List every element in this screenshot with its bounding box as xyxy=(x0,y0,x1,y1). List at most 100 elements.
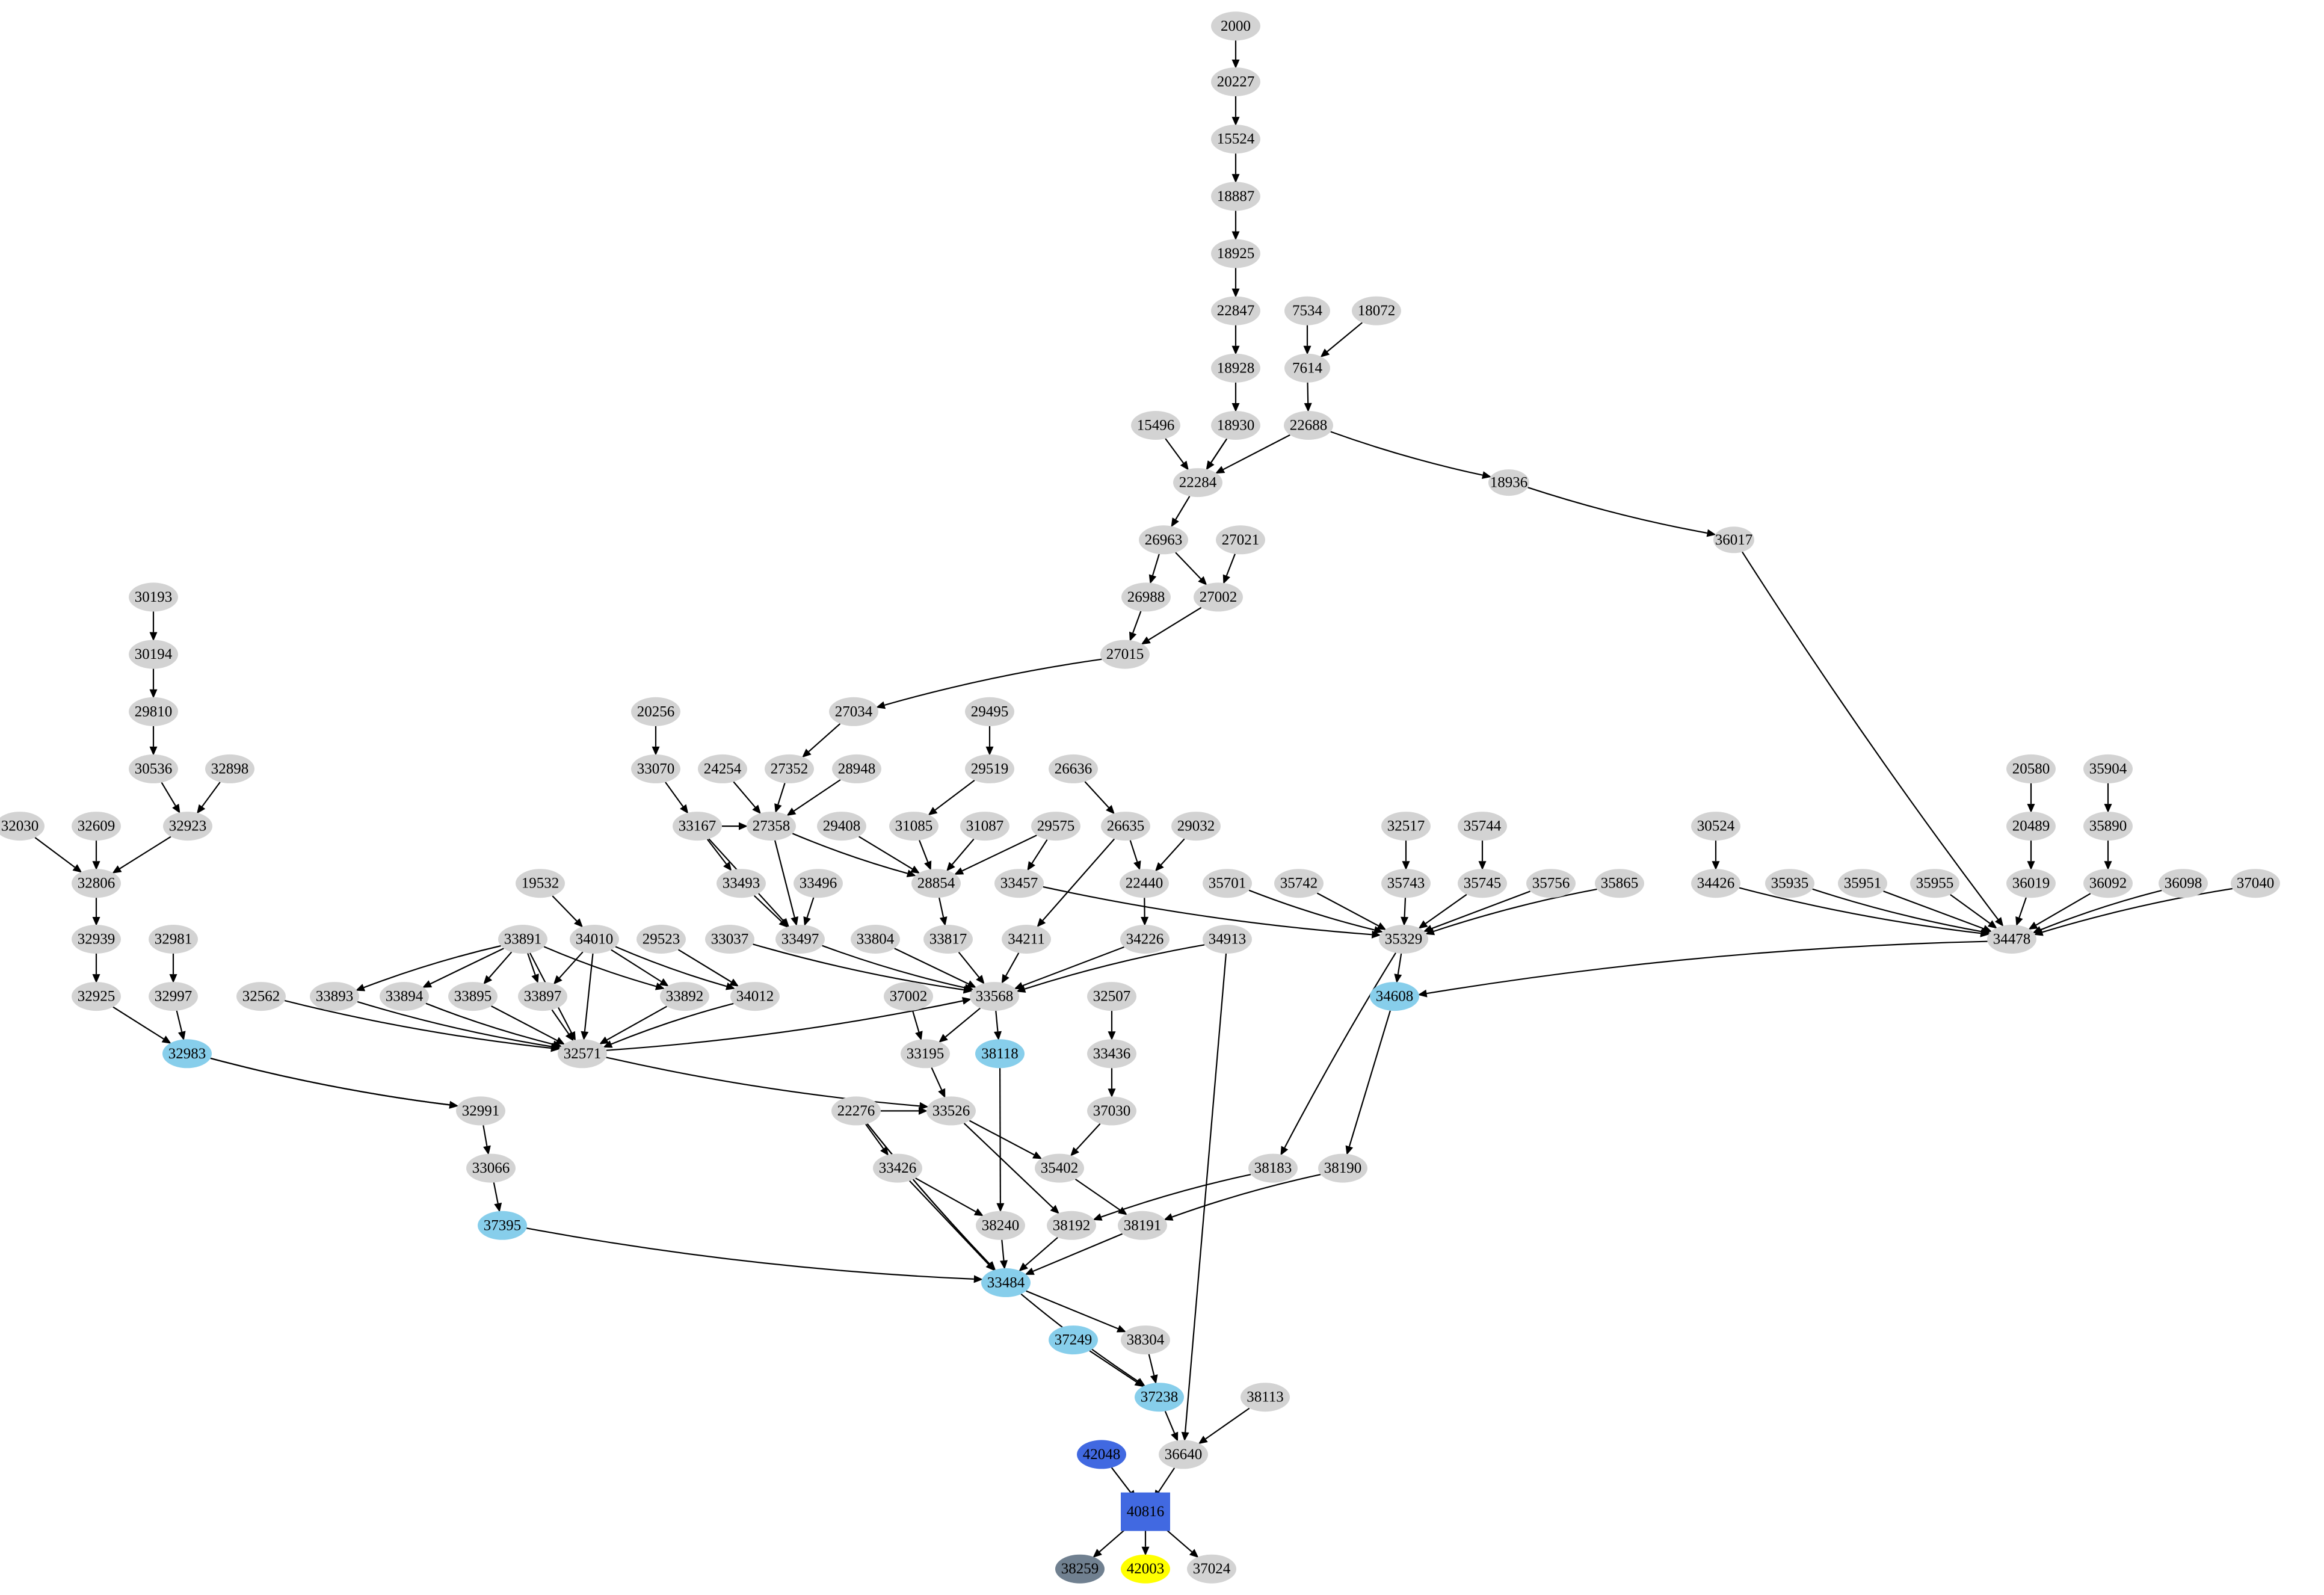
graph-node[interactable]: 33037 xyxy=(705,925,754,954)
node-shape[interactable] xyxy=(873,1153,922,1183)
node-shape[interactable] xyxy=(1713,526,1754,554)
node-shape[interactable] xyxy=(149,925,198,954)
node-shape[interactable] xyxy=(498,925,547,954)
node-shape[interactable] xyxy=(1284,296,1330,325)
graph-node[interactable]: 32609 xyxy=(72,812,121,841)
node-shape[interactable] xyxy=(129,697,178,726)
node-shape[interactable] xyxy=(1458,812,1507,841)
node-shape[interactable] xyxy=(884,982,933,1011)
node-shape[interactable] xyxy=(1135,1383,1184,1412)
node-shape[interactable] xyxy=(1211,353,1260,383)
graph-node[interactable]: 34426 xyxy=(1691,869,1740,898)
node-shape[interactable] xyxy=(1765,869,1814,898)
node-shape[interactable] xyxy=(1691,812,1740,841)
graph-node[interactable]: 32983 xyxy=(162,1039,212,1069)
node-shape[interactable] xyxy=(1211,182,1260,211)
node-shape[interactable] xyxy=(981,1268,1031,1297)
node-shape[interactable] xyxy=(1120,869,1169,898)
graph-node[interactable]: 32507 xyxy=(1087,982,1136,1011)
node-shape[interactable] xyxy=(717,869,766,898)
graph-node[interactable]: 29810 xyxy=(129,697,178,726)
node-shape[interactable] xyxy=(1284,353,1330,383)
graph-node[interactable]: 33817 xyxy=(923,925,973,954)
graph-node[interactable]: 33893 xyxy=(310,982,359,1011)
node-shape[interactable] xyxy=(1121,1325,1170,1355)
node-shape[interactable] xyxy=(558,1039,607,1069)
graph-node[interactable]: 33568 xyxy=(970,982,1019,1011)
graph-node[interactable]: 37249 xyxy=(1049,1325,1098,1355)
node-shape[interactable] xyxy=(1131,411,1180,440)
node-shape[interactable] xyxy=(518,982,567,1011)
graph-node[interactable]: 27034 xyxy=(829,697,878,726)
graph-node[interactable]: 20227 xyxy=(1211,67,1260,96)
graph-node[interactable]: 15496 xyxy=(1131,411,1180,440)
graph-node[interactable]: 35701 xyxy=(1203,869,1252,898)
graph-node[interactable]: 24254 xyxy=(698,754,747,783)
graph-node[interactable]: 26636 xyxy=(1049,754,1098,783)
node-shape[interactable] xyxy=(698,754,747,783)
node-shape[interactable] xyxy=(970,982,1019,1011)
node-shape[interactable] xyxy=(1458,869,1507,898)
node-shape[interactable] xyxy=(631,697,680,726)
node-shape[interactable] xyxy=(1274,869,1324,898)
node-shape[interactable] xyxy=(829,697,878,726)
node-shape[interactable] xyxy=(1488,469,1529,496)
node-shape[interactable] xyxy=(911,869,961,898)
graph-node[interactable]: 36098 xyxy=(2159,869,2208,898)
graph-node[interactable]: 26635 xyxy=(1101,812,1150,841)
graph-node[interactable]: 32571 xyxy=(558,1039,607,1069)
node-shape[interactable] xyxy=(466,1153,516,1183)
graph-node[interactable]: 34608 xyxy=(1370,982,1419,1011)
node-shape[interactable] xyxy=(72,812,121,841)
graph-node[interactable]: 35402 xyxy=(1035,1153,1084,1183)
graph-node[interactable]: 42048 xyxy=(1077,1440,1126,1469)
graph-node[interactable]: 33526 xyxy=(926,1096,976,1126)
graph-node[interactable]: 32997 xyxy=(149,982,198,1011)
graph-node[interactable]: 29495 xyxy=(965,697,1014,726)
graph-node[interactable]: 26963 xyxy=(1139,525,1188,555)
node-shape[interactable] xyxy=(1049,1325,1098,1355)
node-shape[interactable] xyxy=(1691,869,1740,898)
node-shape[interactable] xyxy=(1595,869,1644,898)
graph-node[interactable]: 38304 xyxy=(1121,1325,1170,1355)
graph-node[interactable]: 33436 xyxy=(1087,1039,1136,1069)
node-shape[interactable] xyxy=(1211,125,1260,154)
graph-node[interactable]: 18928 xyxy=(1211,353,1260,383)
node-shape[interactable] xyxy=(965,697,1014,726)
graph-node[interactable]: 29575 xyxy=(1031,812,1080,841)
graph-node[interactable]: 37238 xyxy=(1135,1383,1184,1412)
graph-node[interactable]: 2000 xyxy=(1211,11,1260,41)
graph-node[interactable]: 28854 xyxy=(911,869,961,898)
graph-node[interactable]: 34211 xyxy=(1002,925,1051,954)
node-shape[interactable] xyxy=(1241,1383,1290,1412)
graph-node[interactable]: 18925 xyxy=(1211,239,1260,268)
graph-node[interactable]: 32898 xyxy=(205,754,254,783)
node-shape[interactable] xyxy=(994,869,1044,898)
node-shape[interactable] xyxy=(730,982,780,1011)
node-shape[interactable] xyxy=(660,982,709,1011)
node-shape[interactable] xyxy=(901,1039,950,1069)
graph-node[interactable]: 31085 xyxy=(889,812,939,841)
node-shape[interactable] xyxy=(1055,1554,1105,1584)
graph-node[interactable]: 38190 xyxy=(1318,1153,1367,1183)
graph-node[interactable]: 32939 xyxy=(72,925,121,954)
graph-node[interactable]: 33167 xyxy=(673,812,722,841)
node-shape[interactable] xyxy=(516,869,565,898)
node-shape[interactable] xyxy=(1248,1153,1298,1183)
node-shape[interactable] xyxy=(2006,869,2056,898)
node-shape[interactable] xyxy=(2231,869,2280,898)
graph-node[interactable]: 20256 xyxy=(631,697,680,726)
graph-node[interactable]: 18887 xyxy=(1211,182,1260,211)
graph-node[interactable]: 31087 xyxy=(960,812,1009,841)
graph-node[interactable]: 20489 xyxy=(2006,812,2056,841)
node-shape[interactable] xyxy=(960,812,1009,841)
graph-node[interactable]: 35955 xyxy=(1910,869,1959,898)
node-shape[interactable] xyxy=(1284,411,1333,440)
node-shape[interactable] xyxy=(2006,812,2056,841)
node-shape[interactable] xyxy=(2083,869,2133,898)
node-shape[interactable] xyxy=(2006,754,2056,783)
graph-node[interactable]: 35865 xyxy=(1595,869,1644,898)
node-shape[interactable] xyxy=(747,812,796,841)
graph-node[interactable]: 35890 xyxy=(2083,812,2133,841)
graph-node[interactable]: 34478 xyxy=(1987,925,2036,954)
